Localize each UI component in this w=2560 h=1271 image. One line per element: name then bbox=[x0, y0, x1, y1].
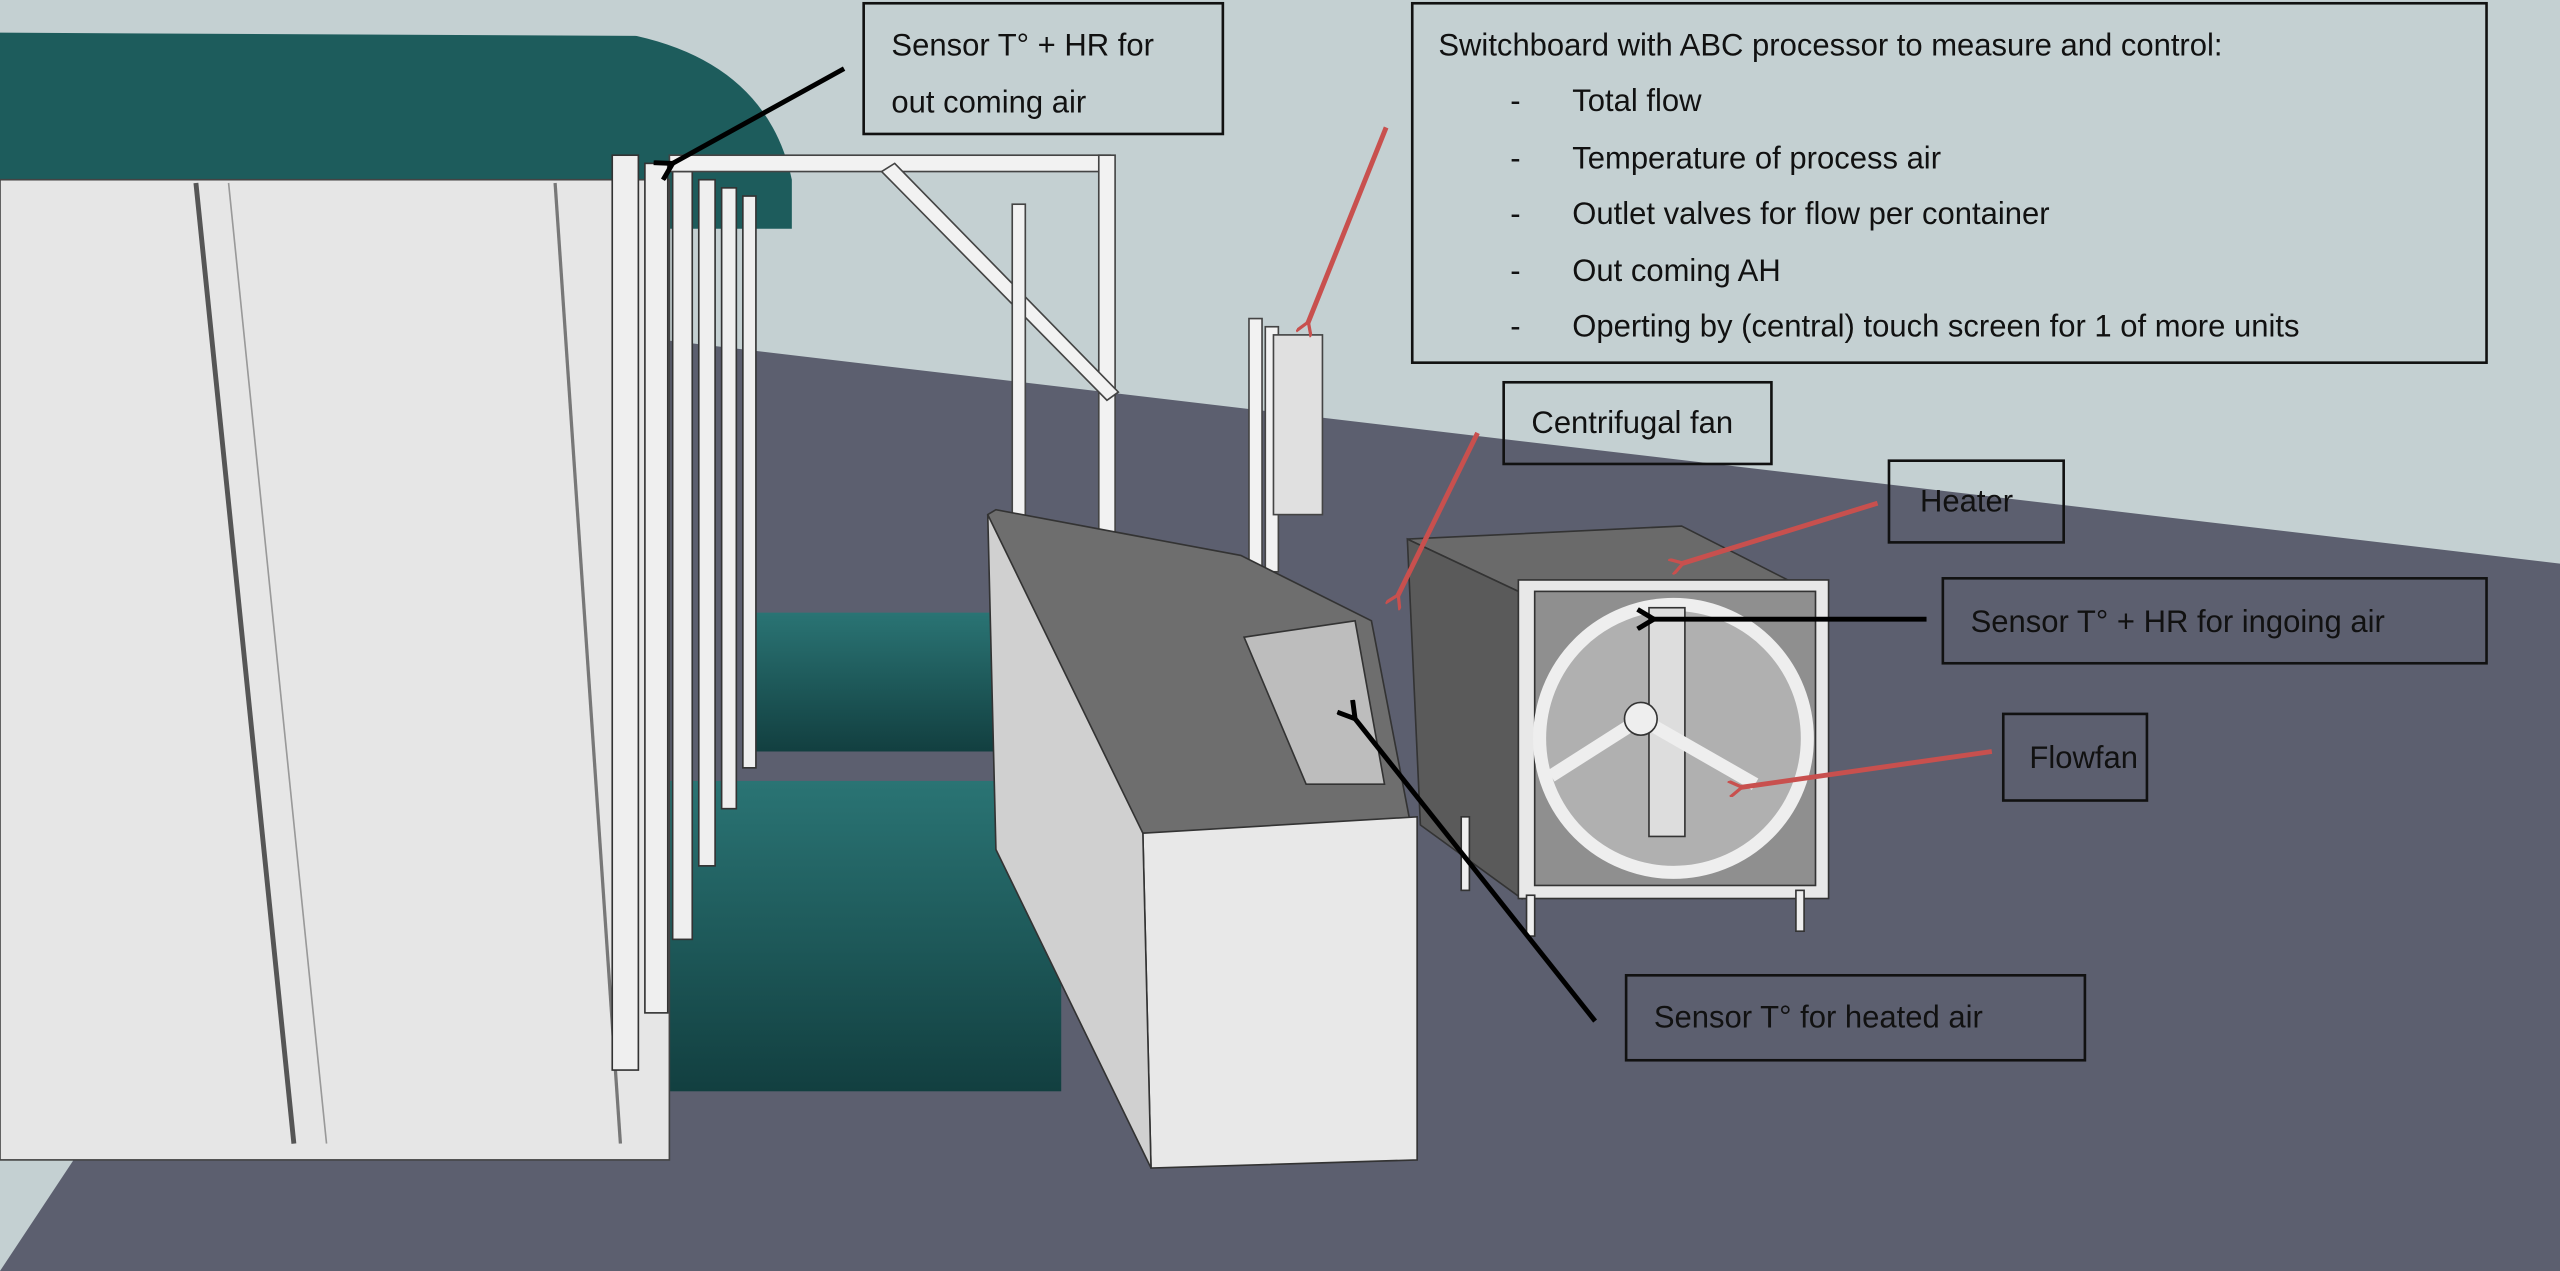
label-heater: Heater bbox=[1887, 459, 2065, 544]
label-heater-text: Heater bbox=[1920, 483, 2013, 518]
arrow-centrifugal-fan bbox=[1398, 431, 1480, 596]
annotation-arrows bbox=[673, 66, 1993, 1023]
label-flowfan: Flowfan bbox=[2001, 712, 2149, 802]
bullet: - bbox=[1510, 196, 1520, 231]
label-flowfan-text: Flowfan bbox=[2029, 740, 2138, 775]
switchboard-title: Switchboard with ABC processor to measur… bbox=[1438, 28, 2222, 63]
switchboard-cabinet bbox=[1272, 334, 1324, 516]
bullet: - bbox=[1510, 309, 1520, 344]
label-sensor-heated-text: Sensor T° for heated air bbox=[1654, 1000, 1983, 1035]
arrow-sensor-heated bbox=[1355, 719, 1598, 1023]
switchboard-item: Total flow bbox=[1572, 83, 1702, 118]
switchboard-item: Temperature of process air bbox=[1572, 140, 1941, 175]
label-centrifugal-fan: Centrifugal fan bbox=[1502, 380, 1773, 466]
switchboard-item: Operting by (central) touch screen for 1… bbox=[1572, 309, 2299, 344]
switchboard-item: Out coming AH bbox=[1572, 253, 1781, 288]
label-sensor-heated: Sensor T° for heated air bbox=[1624, 973, 2087, 1062]
bullet: - bbox=[1510, 253, 1520, 288]
label-centrifugal-fan-text: Centrifugal fan bbox=[1531, 405, 1733, 440]
bullet: - bbox=[1510, 83, 1520, 118]
arrow-flowfan bbox=[1740, 749, 1993, 787]
label-sensor-in-text: Sensor T° + HR for ingoing air bbox=[1971, 604, 2385, 639]
arrow-sensor-out bbox=[673, 66, 846, 164]
label-sensor-out-line1: Sensor T° + HR for bbox=[891, 28, 1154, 63]
plenum bbox=[986, 508, 1418, 1169]
bullet: - bbox=[1510, 140, 1520, 175]
label-sensor-in: Sensor T° + HR for ingoing air bbox=[1941, 577, 2488, 665]
arrow-heater bbox=[1682, 500, 1879, 563]
heater-unit bbox=[1406, 525, 1830, 937]
label-sensor-out-line2: out coming air bbox=[891, 85, 1086, 120]
label-switchboard: Switchboard with ABC processor to measur… bbox=[1410, 1, 2488, 364]
label-sensor-out: Sensor T° + HR for out coming air bbox=[862, 1, 1225, 136]
container-unit bbox=[0, 32, 792, 1161]
arrow-switchboard bbox=[1308, 126, 1389, 323]
frame bbox=[668, 154, 1280, 712]
switchboard-item: Outlet valves for flow per container bbox=[1572, 196, 2049, 231]
